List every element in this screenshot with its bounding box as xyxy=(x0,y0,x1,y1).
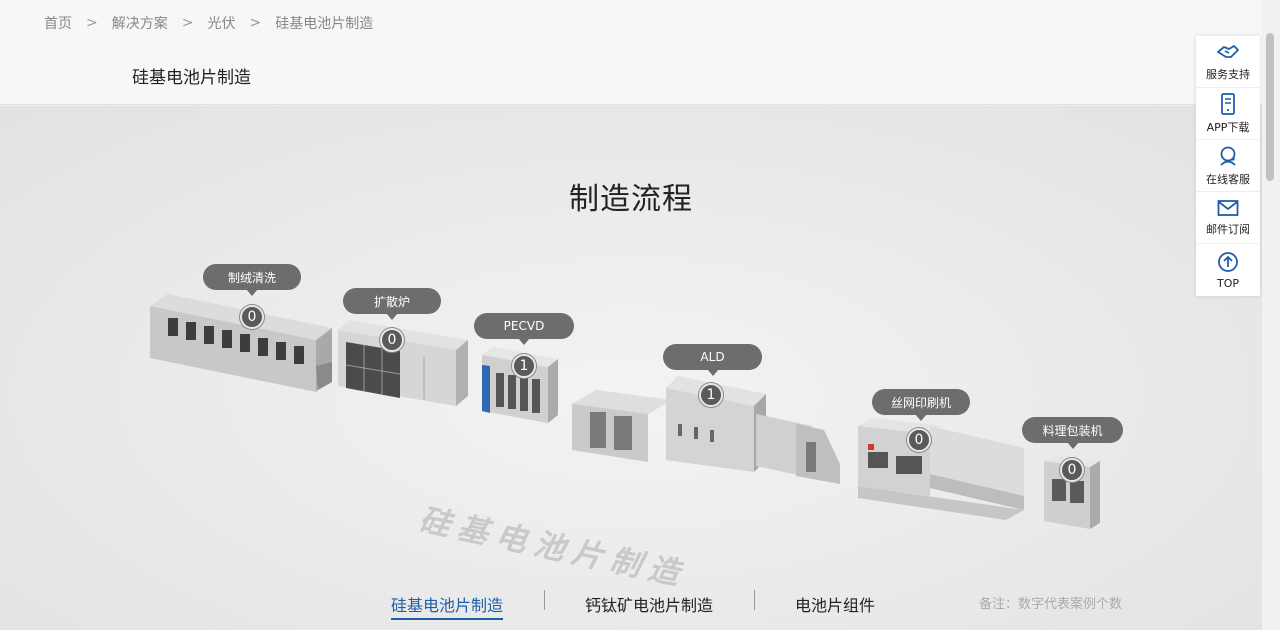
machine-label-bubble: 制绒清洗 xyxy=(203,264,301,296)
sidebar-item-label: TOP xyxy=(1216,276,1239,290)
breadcrumb-photovoltaic[interactable]: 光伏 xyxy=(207,16,236,32)
breadcrumb-solutions[interactable]: 解决方案 xyxy=(111,16,168,32)
arrow-up-icon xyxy=(1217,251,1239,273)
machine-label-bubble: 丝网印刷机 xyxy=(872,389,970,421)
machine-texturing-cleaning[interactable]: 制绒清洗 0 xyxy=(146,264,332,406)
tab-silicon-cell[interactable]: 硅基电池片制造 xyxy=(391,592,504,620)
page-scrollbar[interactable] xyxy=(1262,0,1280,630)
sidebar-back-to-top[interactable]: TOP xyxy=(1196,244,1260,296)
breadcrumb-current: 硅基电池片制造 xyxy=(275,16,374,32)
breadcrumb-separator: > xyxy=(249,15,262,31)
case-count-badge: 0 xyxy=(380,328,404,352)
floating-sidebar: 服务支持 APP下载 在线客服 邮件订阅 TOP xyxy=(1196,36,1260,296)
machine-label-bubble: ALD xyxy=(663,344,762,376)
breadcrumb: 首页 > 解决方案 > 光伏 > 硅基电池片制造 xyxy=(44,13,373,33)
case-count-badge: 0 xyxy=(1060,458,1084,482)
handshake-icon xyxy=(1216,42,1240,62)
tab-divider xyxy=(544,590,545,610)
mail-icon xyxy=(1217,199,1239,217)
machine-label-bubble: 扩散炉 xyxy=(343,288,441,320)
ald-illustration xyxy=(572,376,840,484)
sidebar-item-label: 服务支持 xyxy=(1206,67,1250,81)
sidebar-item-label: APP下载 xyxy=(1206,120,1250,134)
sidebar-online-service[interactable]: 在线客服 xyxy=(1196,140,1260,192)
furnace-illustration xyxy=(338,320,468,406)
phone-icon xyxy=(1219,92,1237,115)
sidebar-email-subscribe[interactable]: 邮件订阅 xyxy=(1196,192,1260,244)
page-title: 制造流程 xyxy=(569,182,693,217)
scrollbar-thumb[interactable] xyxy=(1266,33,1274,181)
machine-ald[interactable]: ALD 1 xyxy=(570,344,854,484)
tab-cell-module[interactable]: 电池片组件 xyxy=(795,596,876,615)
case-count-badge: 1 xyxy=(512,354,536,378)
case-count-badge: 1 xyxy=(699,383,723,407)
machine-label-bubble: PECVD xyxy=(474,313,574,345)
tab-perovskite-cell[interactable]: 钙钛矿电池片制造 xyxy=(585,596,714,615)
sidebar-item-label: 邮件订阅 xyxy=(1206,222,1250,236)
machine-packaging[interactable]: 料理包装机 0 xyxy=(1022,417,1124,535)
breadcrumb-separator: > xyxy=(181,15,194,31)
machine-label-bubble: 料理包装机 xyxy=(1022,417,1123,449)
breadcrumb-separator: > xyxy=(86,15,98,31)
sidebar-app-download[interactable]: APP下载 xyxy=(1196,88,1260,140)
sidebar-item-label: 在线客服 xyxy=(1206,172,1250,186)
process-tabs: 硅基电池片制造 钙钛矿电池片制造 电池片组件 备注：数字代表案例个数 xyxy=(0,586,1262,620)
case-count-badge: 0 xyxy=(240,305,264,329)
tab-divider xyxy=(754,590,755,610)
machine-screen-printer[interactable]: 丝网印刷机 0 xyxy=(856,386,1026,522)
headset-icon xyxy=(1217,145,1239,167)
machine-pecvd[interactable]: PECVD 1 xyxy=(474,313,578,425)
breadcrumb-home[interactable]: 首页 xyxy=(44,16,72,32)
process-stage: 制造流程 硅基电池片制造 制绒清洗 0 xyxy=(0,106,1262,630)
sidebar-service-support[interactable]: 服务支持 xyxy=(1196,36,1260,88)
watermark-text: 硅基电池片制造 xyxy=(415,501,691,594)
case-count-note: 备注：数字代表案例个数 xyxy=(979,597,1123,612)
machine-diffusion-furnace[interactable]: 扩散炉 0 xyxy=(336,288,468,410)
page-subtitle: 硅基电池片制造 xyxy=(132,68,251,88)
top-header: 首页 > 解决方案 > 光伏 > 硅基电池片制造 硅基电池片制造 xyxy=(0,0,1280,105)
case-count-badge: 0 xyxy=(907,428,931,452)
